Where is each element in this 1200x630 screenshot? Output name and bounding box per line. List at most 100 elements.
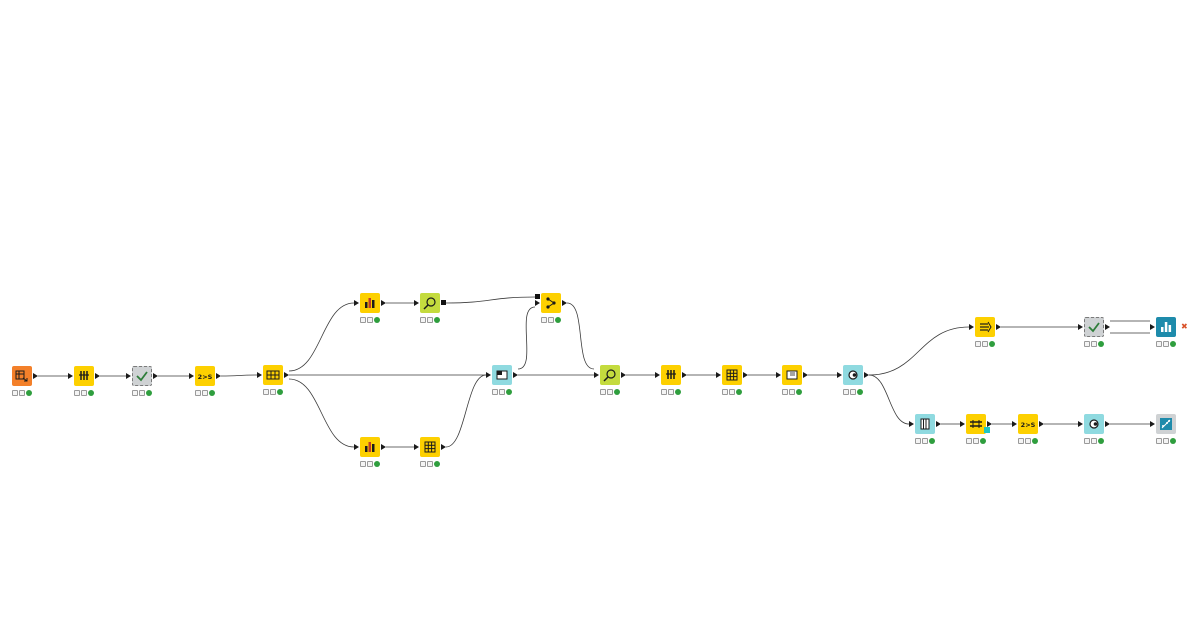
table-view-icon[interactable]: [782, 365, 802, 385]
tree-icon[interactable]: [541, 293, 561, 313]
output-port[interactable]: [33, 373, 38, 379]
input-port[interactable]: [1012, 421, 1017, 427]
node-n8[interactable]: [354, 437, 386, 467]
output-port[interactable]: [1105, 421, 1110, 427]
predictor-icon[interactable]: [492, 365, 512, 385]
input-port[interactable]: [354, 444, 359, 450]
node-n15[interactable]: [776, 365, 808, 395]
node-n4[interactable]: 2>S: [189, 366, 221, 396]
bar-chart-view-icon[interactable]: [1156, 317, 1176, 337]
grid-table-icon[interactable]: [722, 365, 742, 385]
connection-n10-n11[interactable]: [517, 306, 536, 370]
partitioning-icon[interactable]: [263, 365, 283, 385]
input-port[interactable]: [535, 300, 540, 306]
input-port[interactable]: [1078, 421, 1083, 427]
bar-chart-icon[interactable]: [360, 293, 380, 313]
connection-n4-n5[interactable]: [220, 374, 258, 377]
connection-n5-n6[interactable]: [288, 302, 355, 372]
output-port[interactable]: [682, 372, 687, 378]
column-filter-icon[interactable]: [661, 365, 681, 385]
node-n16[interactable]: [837, 365, 869, 395]
node-n6[interactable]: [354, 293, 386, 323]
column-resorter-icon[interactable]: [975, 317, 995, 337]
connection-n5-n8[interactable]: [288, 378, 355, 448]
node-n12[interactable]: [594, 365, 626, 395]
node-n11[interactable]: [535, 293, 567, 323]
learner-icon[interactable]: [420, 293, 440, 313]
connection-n16-n17[interactable]: [868, 326, 970, 376]
input-port[interactable]: [837, 372, 842, 378]
output-port[interactable]: [95, 373, 100, 379]
node-n21[interactable]: [960, 414, 992, 444]
output-port[interactable]: [864, 372, 869, 378]
connection-n11-n12[interactable]: [566, 302, 595, 370]
grid-table-icon[interactable]: [420, 437, 440, 457]
input-port[interactable]: [126, 373, 131, 379]
output-port[interactable]: [153, 373, 158, 379]
column-filter-icon[interactable]: [74, 366, 94, 386]
output-port[interactable]: [996, 324, 1001, 330]
input-port[interactable]: [1150, 324, 1155, 330]
node-n23[interactable]: [1078, 414, 1110, 444]
input-port[interactable]: [776, 372, 781, 378]
output-port[interactable]: [1105, 324, 1110, 330]
input-port[interactable]: [909, 421, 914, 427]
node-n17[interactable]: [969, 317, 1001, 347]
input-port[interactable]: [486, 372, 491, 378]
node-n14[interactable]: [716, 365, 748, 395]
bar-chart-icon[interactable]: [360, 437, 380, 457]
input-port[interactable]: [969, 324, 974, 330]
node-n5[interactable]: [257, 365, 289, 395]
input-port[interactable]: [716, 372, 721, 378]
component-check-icon[interactable]: [1084, 317, 1104, 337]
input-port[interactable]: [1150, 421, 1155, 427]
output-port[interactable]: [441, 444, 446, 450]
input-port[interactable]: [68, 373, 73, 379]
string-to-number-icon[interactable]: 2>S: [1018, 414, 1038, 434]
flow-variable-port[interactable]: [984, 427, 990, 433]
predictor-table-icon[interactable]: [915, 414, 935, 434]
node-n13[interactable]: [655, 365, 687, 395]
output-port[interactable]: [1039, 421, 1044, 427]
output-port[interactable]: [743, 372, 748, 378]
node-n24[interactable]: [1150, 414, 1176, 444]
node-n3[interactable]: [126, 366, 158, 396]
output-port[interactable]: [936, 421, 941, 427]
input-port[interactable]: [1078, 324, 1083, 330]
input-port[interactable]: [414, 300, 419, 306]
node-n19[interactable]: ✖: [1150, 317, 1188, 347]
output-port[interactable]: [513, 372, 518, 378]
scorer-icon[interactable]: [843, 365, 863, 385]
output-port[interactable]: [621, 372, 626, 378]
scatter-view-icon[interactable]: [1156, 414, 1176, 434]
scorer-icon[interactable]: [1084, 414, 1104, 434]
input-port[interactable]: [594, 372, 599, 378]
connection-n16-n20[interactable]: [868, 374, 910, 425]
connection-n7-n11[interactable]: [445, 296, 536, 304]
string-to-number-icon[interactable]: 2>S: [195, 366, 215, 386]
output-port[interactable]: [441, 300, 446, 305]
input-port[interactable]: [189, 373, 194, 379]
learner-icon[interactable]: [600, 365, 620, 385]
output-port[interactable]: [381, 444, 386, 450]
input-port[interactable]: [354, 300, 359, 306]
node-n2[interactable]: [68, 366, 100, 396]
output-port[interactable]: [216, 373, 221, 379]
output-port[interactable]: [562, 300, 567, 306]
input-port[interactable]: [960, 421, 965, 427]
component-check-icon[interactable]: [132, 366, 152, 386]
node-n22[interactable]: 2>S: [1012, 414, 1044, 444]
output-port[interactable]: [987, 421, 992, 427]
model-input-port[interactable]: [535, 294, 540, 299]
node-n10[interactable]: [486, 365, 518, 395]
node-n18[interactable]: [1078, 317, 1110, 347]
input-port[interactable]: [257, 372, 262, 378]
node-n7[interactable]: [414, 293, 446, 323]
output-port[interactable]: [803, 372, 808, 378]
output-port[interactable]: [284, 372, 289, 378]
node-n1[interactable]: [12, 366, 38, 396]
input-port[interactable]: [414, 444, 419, 450]
node-n20[interactable]: [909, 414, 941, 444]
output-port[interactable]: [381, 300, 386, 306]
node-n9[interactable]: [414, 437, 446, 467]
